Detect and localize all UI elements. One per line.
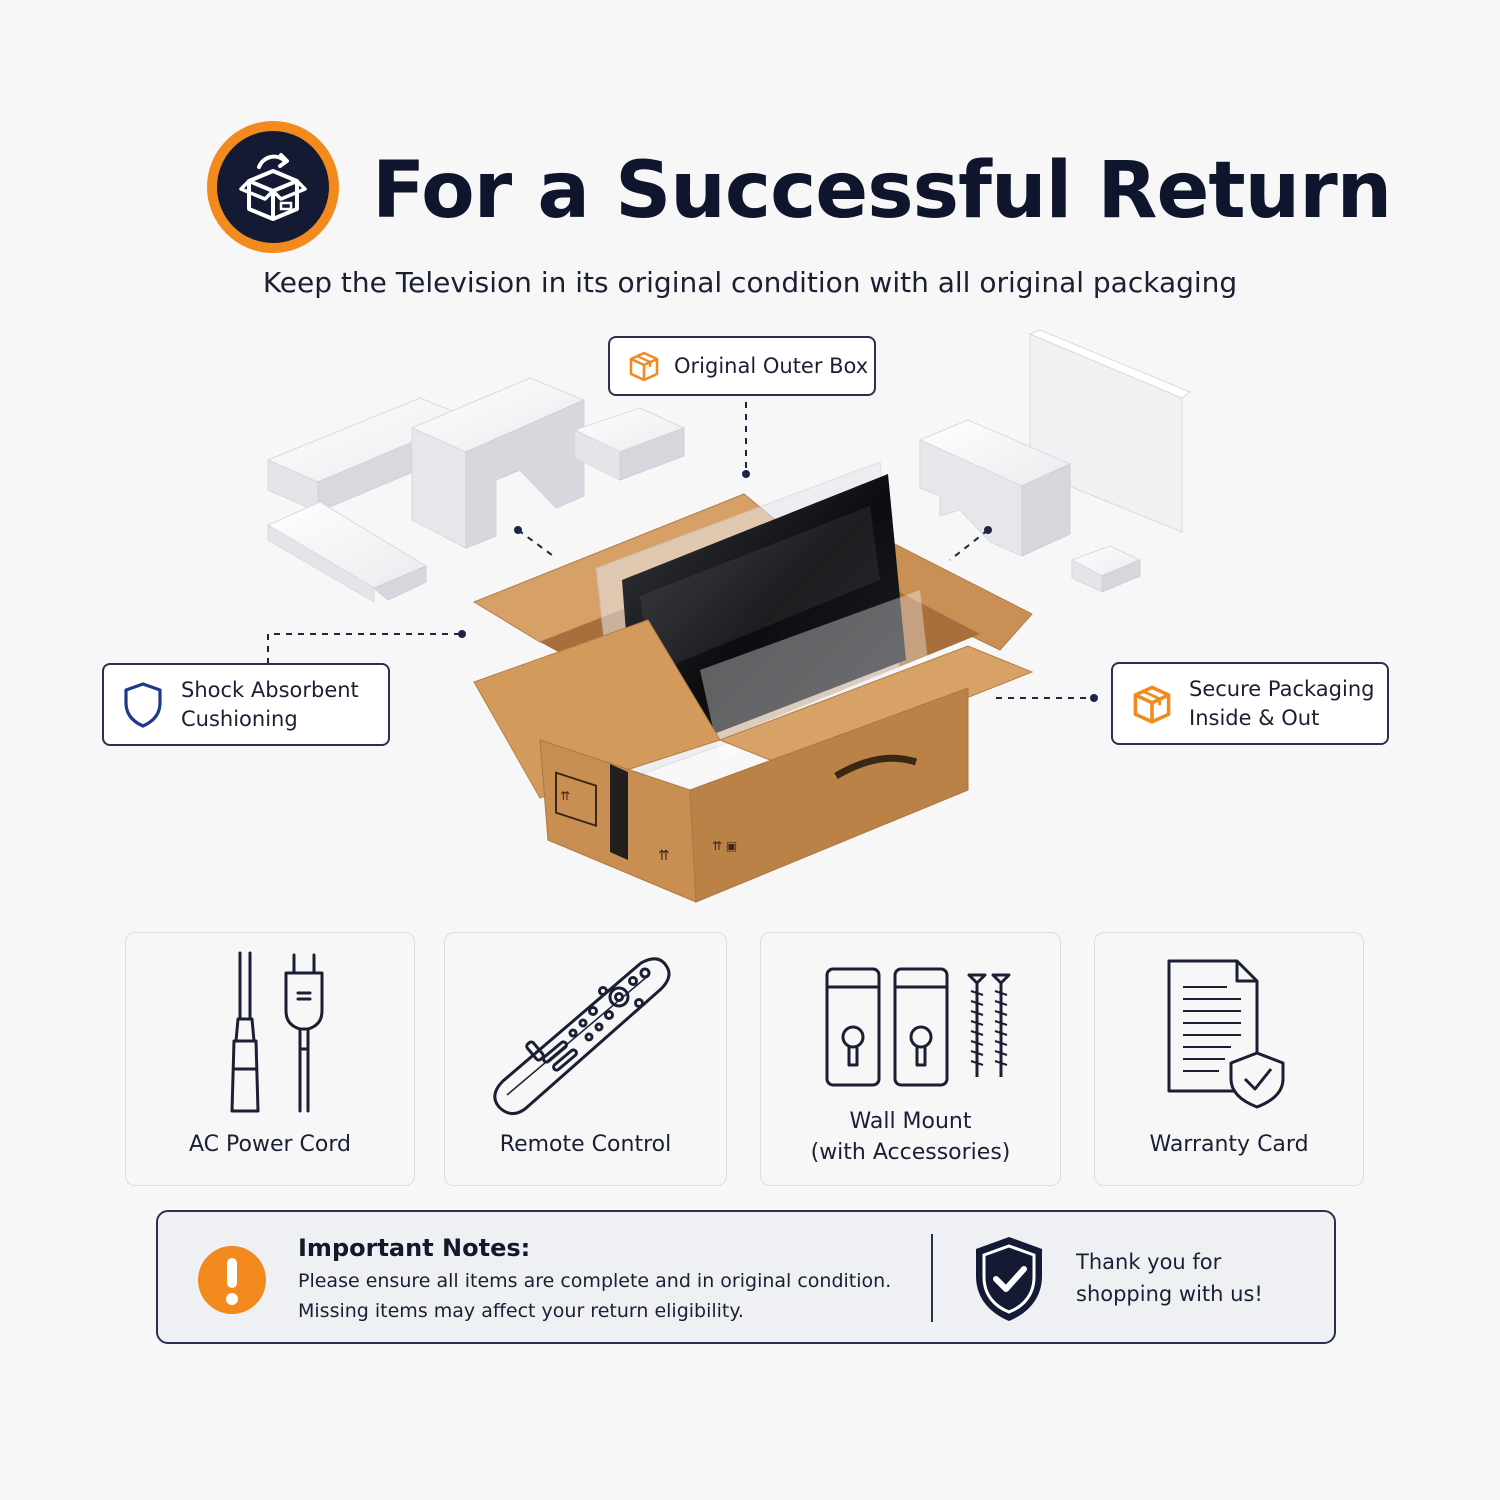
card-label-line2: (with Accessories): [810, 1140, 1011, 1165]
thank-you-message: Thank you for shopping with us!: [1076, 1246, 1263, 1310]
notes-divider: [931, 1234, 933, 1322]
callout-original-outer-box: Original Outer Box: [608, 336, 876, 396]
callout-leaders: [267, 402, 1092, 699]
card-label: Warranty Card: [1149, 1132, 1309, 1157]
callout-secure-packaging: Secure Packaging Inside & Out: [1111, 662, 1389, 745]
svg-text:⇈: ⇈: [560, 789, 570, 803]
callout-label-line2: Cushioning: [181, 706, 298, 731]
important-notes-panel: Important Notes: Please ensure all items…: [156, 1210, 1336, 1344]
cardboard-box: ⇈ ⇈ ⇈ ▣: [472, 461, 1034, 903]
foam-pieces-left: [266, 377, 686, 603]
card-label: AC Power Cord: [189, 1132, 351, 1157]
power-cord-icon: [230, 951, 324, 1113]
thank-you-line-1: Thank you for: [1076, 1250, 1222, 1274]
card-ac-power-cord: AC Power Cord: [125, 932, 415, 1186]
exclamation-icon: [198, 1246, 266, 1314]
wall-mount-icon: [825, 967, 1011, 1087]
page-title: For a Successful Return: [372, 146, 1392, 236]
page-subtitle: Keep the Television in its original cond…: [262, 266, 1238, 299]
card-wall-mount: Wall Mount (with Accessories): [760, 932, 1061, 1186]
card-warranty-card: Warranty Card: [1094, 932, 1364, 1186]
package-icon: [1133, 685, 1171, 724]
callout-label-line1: Shock Absorbent: [181, 677, 359, 702]
shield-icon: [124, 681, 162, 728]
svg-text:⇈: ⇈: [658, 848, 670, 864]
notes-line-1: Please ensure all items are complete and…: [298, 1270, 892, 1292]
callout-shock-absorbent-cushioning: Shock Absorbent Cushioning: [102, 663, 390, 746]
box-return-icon: [239, 153, 307, 221]
card-label-line1: Wall Mount: [849, 1109, 972, 1134]
remote-control-icon: [493, 957, 671, 1115]
shield-check-icon: [976, 1237, 1042, 1321]
card-label: Remote Control: [499, 1132, 672, 1157]
return-logo: [207, 121, 339, 253]
notes-title: Important Notes:: [298, 1234, 531, 1262]
svg-text:⇈ ▣: ⇈ ▣: [712, 839, 737, 853]
notes-line-2: Missing items may affect your return eli…: [298, 1300, 744, 1322]
package-icon: [629, 351, 659, 382]
foam-pieces-right: [918, 329, 1192, 593]
callout-label-line1: Secure Packaging: [1189, 676, 1375, 701]
packaging-illustration: ⇈ ⇈ ⇈ ▣: [266, 329, 1192, 903]
callout-label: Original Outer Box: [674, 353, 869, 378]
thank-you-line-2: shopping with us!: [1076, 1282, 1263, 1306]
callout-label-line2: Inside & Out: [1189, 705, 1320, 730]
card-remote-control: Remote Control: [444, 932, 727, 1186]
warranty-card-icon: [1167, 959, 1285, 1109]
